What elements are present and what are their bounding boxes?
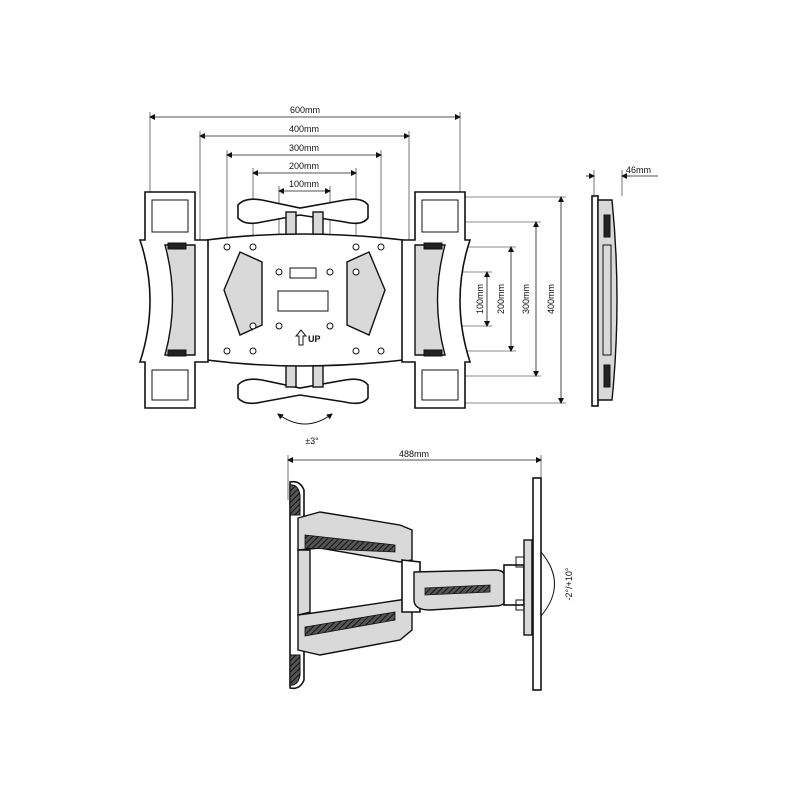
dim-label-v400: 400mm — [546, 284, 556, 314]
hole — [326, 322, 334, 330]
depth-label: 46mm — [626, 165, 651, 175]
tilt-arc-icon — [540, 551, 555, 617]
side-wall-plate — [591, 195, 599, 407]
dim-label-v300: 300mm — [521, 284, 531, 314]
left-bracket-slot-bottom — [167, 349, 187, 357]
hole — [377, 347, 385, 355]
dim-label-400: 400mm — [289, 124, 319, 134]
rotation-arc-icon — [277, 413, 333, 425]
side-center-channel — [602, 244, 612, 356]
hole — [326, 268, 334, 276]
right-bracket-slot-bottom — [423, 349, 443, 357]
dim-label-600: 600mm — [290, 105, 320, 115]
hole — [352, 243, 360, 251]
tilt-label: -2°/+10° — [564, 567, 574, 600]
left-bracket — [138, 191, 209, 409]
extension-label: 488mm — [399, 449, 429, 459]
left-bracket-bottom-tab — [151, 369, 189, 401]
hole — [377, 243, 385, 251]
center-slot — [277, 290, 329, 312]
right-bracket — [401, 191, 472, 409]
left-bracket-slot-top — [167, 242, 187, 250]
side-view: 46mm — [586, 165, 658, 407]
front-view: 600mm 400mm 300mm 200mm 100mm — [138, 105, 566, 446]
top-wall-plate-hatch-top — [289, 484, 301, 516]
arm-joint-left — [297, 549, 311, 616]
forearm-hatch — [424, 584, 491, 596]
side-slot-bottom — [603, 364, 611, 388]
vertical-dimensions: 100mm 200mm 300mm 400mm — [400, 196, 566, 404]
hole — [249, 347, 257, 355]
dim-label-200: 200mm — [289, 161, 319, 171]
tilt-head — [503, 564, 525, 606]
top-slot — [289, 267, 317, 279]
hole — [275, 268, 283, 276]
up-arrow-icon — [294, 329, 308, 346]
right-bracket-bottom-tab — [421, 369, 459, 401]
hole — [223, 347, 231, 355]
dim-label-100: 100mm — [289, 179, 319, 189]
hole — [223, 243, 231, 251]
vesa-holes — [223, 243, 385, 355]
hole — [249, 322, 257, 330]
dim-label-v200: 200mm — [496, 284, 506, 314]
rotation-label: ±3° — [305, 436, 319, 446]
right-bracket-slot-top — [423, 242, 443, 250]
side-slot-top — [603, 214, 611, 238]
hole — [275, 322, 283, 330]
dim-label-v100: 100mm — [475, 284, 485, 314]
lower-arm-hatch — [304, 611, 396, 637]
tv-plate — [532, 477, 542, 691]
left-wing-cutout — [223, 251, 263, 336]
up-label: UP — [308, 334, 321, 344]
bottom-wall-arm — [237, 378, 369, 405]
top-wall-plate-hatch-bottom — [289, 654, 301, 686]
upper-arm-hatch — [304, 534, 396, 553]
dim-label-300: 300mm — [289, 143, 319, 153]
hole — [352, 268, 360, 276]
top-wall-arm — [237, 198, 369, 225]
hole — [249, 243, 257, 251]
left-bracket-top-tab — [151, 199, 189, 233]
hole — [352, 347, 360, 355]
top-view: 488mm -2°/+10° — [287, 449, 574, 691]
right-bracket-top-tab — [421, 199, 459, 233]
tilt-bracket — [523, 539, 533, 636]
